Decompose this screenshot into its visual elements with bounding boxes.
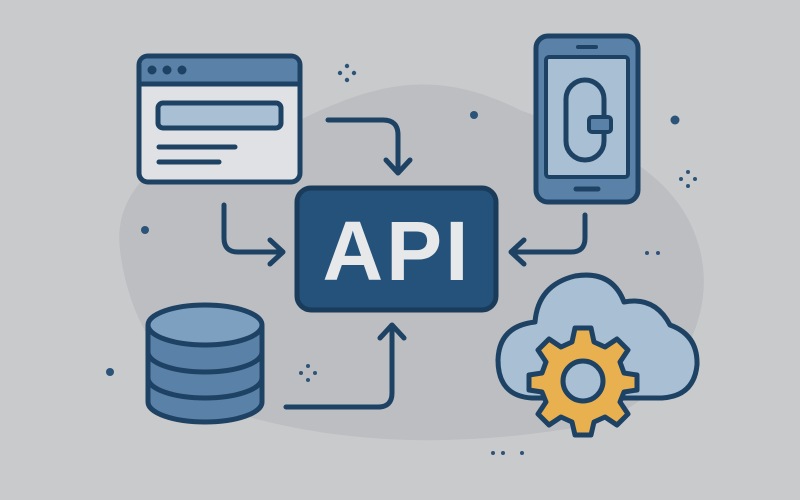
sparkle-icon [679,170,697,188]
dot [141,226,149,234]
smartphone-icon [533,33,641,205]
dot [470,111,478,119]
dot [501,451,505,455]
dot [645,251,649,255]
arrows [221,117,588,410]
browser-window-icon [136,53,303,185]
gear-icon [526,325,640,438]
dot [106,368,114,376]
dot [491,451,495,455]
database-icon [145,302,265,425]
decorations [106,63,697,455]
sparkle-icon [337,63,357,83]
api-box: API [294,185,499,313]
arrow-browser-to-api [325,117,413,176]
sparkle-icon [299,364,317,382]
api-label: API [322,204,471,298]
dot [656,251,660,255]
arrow-browser-side-to-api [221,202,286,267]
dot [670,115,680,125]
arrow-phone-to-api [508,212,588,267]
dot [520,451,524,455]
cloud-gear-icon [495,272,700,438]
arrow-database-to-api [283,322,407,410]
